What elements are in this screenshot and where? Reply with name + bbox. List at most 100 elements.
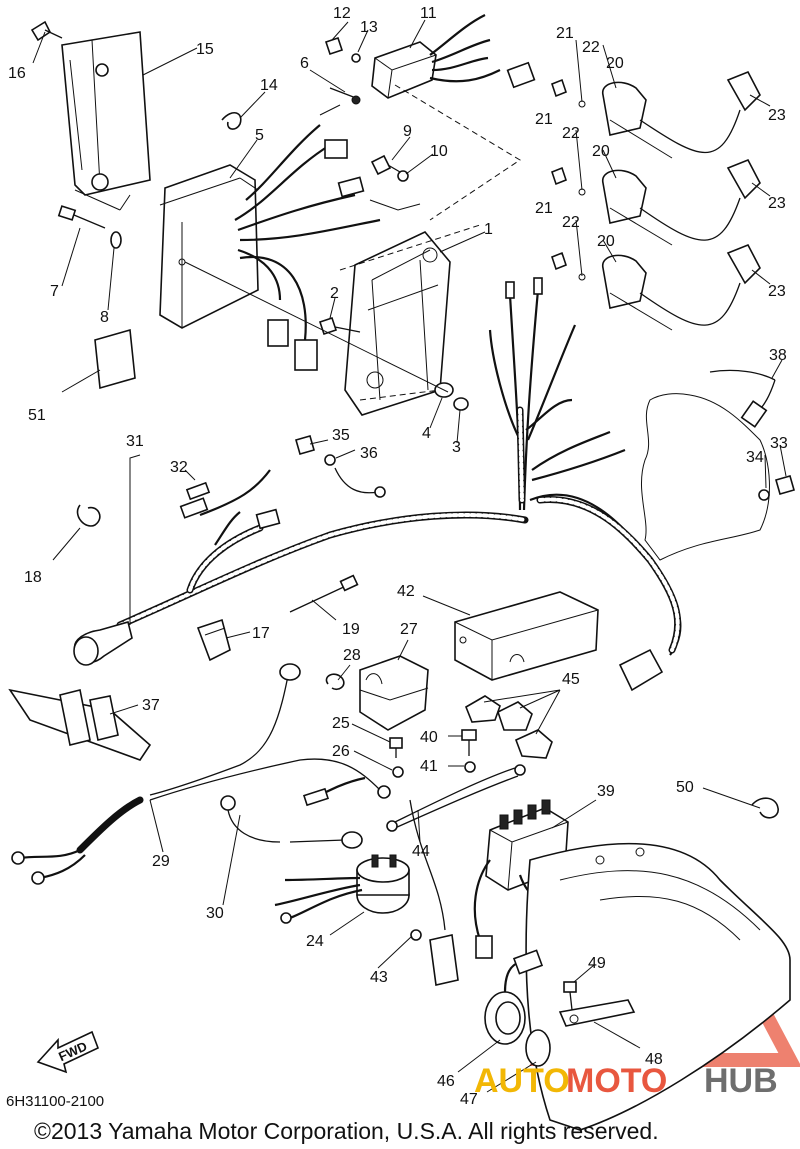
watermark-moto: MOTO bbox=[566, 1062, 667, 1100]
callout-43: 43 bbox=[370, 969, 388, 986]
bolt-33 bbox=[775, 475, 795, 495]
callout-23a: 23 bbox=[768, 107, 786, 124]
watermark-text: AUTO MOTO HUB bbox=[474, 1062, 778, 1100]
fwd-arrow-icon: FWD bbox=[36, 1030, 100, 1074]
callout-4: 4 bbox=[422, 425, 431, 442]
callout-5: 5 bbox=[255, 127, 264, 144]
callout-50: 50 bbox=[676, 779, 694, 796]
callout-21b: 21 bbox=[535, 111, 553, 128]
screw-6 bbox=[329, 87, 361, 105]
holder-17 bbox=[196, 618, 231, 662]
callout-3: 3 bbox=[452, 439, 461, 456]
callout-46: 46 bbox=[437, 1073, 455, 1090]
callout-2: 2 bbox=[330, 285, 339, 302]
label-51 bbox=[94, 328, 136, 390]
callout-51: 51 bbox=[28, 407, 46, 424]
callout-31: 31 bbox=[126, 433, 144, 450]
callout-49: 49 bbox=[588, 955, 606, 972]
wire-harness-31 bbox=[73, 469, 529, 666]
callout-39: 39 bbox=[597, 783, 615, 800]
ring-47 bbox=[525, 1029, 551, 1067]
cover-15 bbox=[61, 31, 151, 211]
callout-24: 24 bbox=[306, 933, 324, 950]
bracket-48 bbox=[558, 999, 636, 1027]
callout-7: 7 bbox=[50, 283, 59, 300]
watermark-auto: AUTO bbox=[474, 1062, 570, 1100]
dash-line-bracket bbox=[184, 261, 449, 393]
callout-26: 26 bbox=[332, 743, 350, 760]
callout-10: 10 bbox=[430, 143, 448, 160]
engine-outline bbox=[641, 393, 770, 561]
box-42 bbox=[454, 591, 599, 681]
callout-32: 32 bbox=[170, 459, 188, 476]
callout-8: 8 bbox=[100, 309, 109, 326]
callout-37: 37 bbox=[142, 697, 160, 714]
callout-13: 13 bbox=[360, 19, 378, 36]
callout-36: 36 bbox=[360, 445, 378, 462]
cdi-unit-5 bbox=[159, 104, 421, 371]
callout-35: 35 bbox=[332, 427, 350, 444]
washer-8 bbox=[110, 231, 122, 249]
bolt-7 bbox=[57, 205, 106, 229]
callout-21a: 21 bbox=[556, 25, 574, 42]
callout-47: 47 bbox=[460, 1091, 478, 1108]
lead-44 bbox=[386, 764, 526, 832]
callout-42: 42 bbox=[397, 583, 415, 600]
callout-9: 9 bbox=[403, 123, 412, 140]
callout-38: 38 bbox=[769, 347, 787, 364]
bracket-37 bbox=[8, 688, 152, 761]
harness-branches bbox=[488, 277, 682, 692]
clip-14 bbox=[221, 112, 242, 130]
washer-36 bbox=[324, 454, 386, 498]
callout-44: 44 bbox=[412, 843, 430, 860]
callout-30: 30 bbox=[206, 905, 224, 922]
cover-27 bbox=[359, 655, 429, 731]
watermark-hub: HUB bbox=[704, 1062, 778, 1100]
callout-16: 16 bbox=[8, 65, 26, 82]
screw-16 bbox=[30, 20, 63, 42]
callout-11: 11 bbox=[420, 5, 437, 22]
callout-19: 19 bbox=[342, 621, 360, 638]
callout-6: 6 bbox=[300, 55, 309, 72]
lead-43 bbox=[409, 799, 459, 986]
callouts: 16 15 12 13 11 6 14 5 9 10 1 7 8 2 51 4 … bbox=[8, 5, 788, 1108]
callout-28: 28 bbox=[343, 647, 361, 664]
callout-12: 12 bbox=[333, 5, 351, 22]
clip-50 bbox=[751, 797, 779, 819]
bolt-35 bbox=[295, 435, 315, 455]
callout-17: 17 bbox=[252, 625, 270, 642]
battery-cable-29 bbox=[11, 663, 391, 885]
callout-22a: 22 bbox=[582, 39, 600, 56]
callout-20b: 20 bbox=[592, 143, 610, 160]
callout-41: 41 bbox=[420, 758, 438, 775]
rectifier-11 bbox=[371, 14, 536, 221]
bolt-12 bbox=[324, 36, 344, 56]
bracket-1 bbox=[339, 224, 481, 416]
callout-29: 29 bbox=[152, 853, 170, 870]
callout-20c: 20 bbox=[597, 233, 615, 250]
callout-15: 15 bbox=[196, 41, 214, 58]
bolt-25 bbox=[389, 737, 403, 758]
bolt-40 bbox=[461, 729, 477, 756]
washer-34 bbox=[758, 489, 770, 501]
copyright-notice: ©2013 Yamaha Motor Corporation, U.S.A. A… bbox=[34, 1118, 659, 1144]
callout-23b: 23 bbox=[768, 195, 786, 212]
callout-14: 14 bbox=[260, 77, 278, 94]
callout-22c: 22 bbox=[562, 214, 580, 231]
callout-48: 48 bbox=[645, 1051, 663, 1068]
callout-33: 33 bbox=[770, 435, 788, 452]
caps-45 bbox=[465, 695, 553, 759]
washer-41 bbox=[464, 761, 476, 773]
callout-40: 40 bbox=[420, 729, 438, 746]
bolt-2 bbox=[318, 316, 361, 336]
switch-46 bbox=[484, 949, 544, 1045]
washer-13 bbox=[351, 53, 361, 63]
reference-code: 6H31100-2100 bbox=[6, 1093, 104, 1110]
callout-22b: 22 bbox=[562, 125, 580, 142]
sensor-38 bbox=[709, 369, 776, 428]
washer-26 bbox=[392, 766, 404, 778]
callout-20a: 20 bbox=[606, 55, 624, 72]
nut-3 bbox=[453, 397, 469, 411]
clip-18 bbox=[76, 504, 101, 527]
